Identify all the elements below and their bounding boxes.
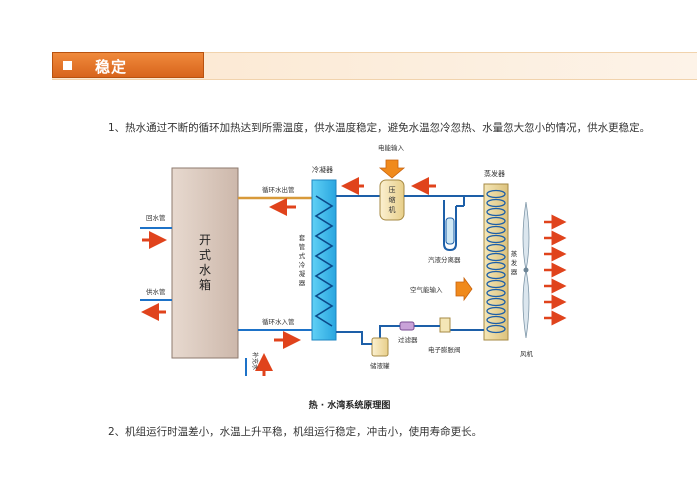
circ-out-label: 循环水出管 bbox=[262, 185, 295, 194]
return-pipe-label: 回水管 bbox=[146, 213, 166, 222]
condenser-v-1: 套 bbox=[299, 233, 306, 242]
evaporator-v-1: 蒸 bbox=[511, 249, 518, 258]
evaporator-v-2: 发 bbox=[511, 258, 518, 267]
compressor-label-3: 机 bbox=[389, 205, 396, 214]
water-tank bbox=[171, 167, 239, 359]
condenser-v-2: 管 bbox=[299, 242, 306, 251]
circ-in-label: 循环水入管 bbox=[262, 317, 295, 326]
compressor-label-1: 压 bbox=[389, 186, 396, 194]
compressor bbox=[379, 179, 405, 221]
fan-airflow-arrows bbox=[544, 214, 567, 326]
refrigerant-pipe-bottom-left bbox=[379, 325, 400, 338]
refrigerant-pipe-to-condenser bbox=[336, 331, 372, 345]
header-square-icon bbox=[63, 61, 72, 70]
condenser-v-4: 冷 bbox=[299, 260, 306, 269]
condenser-coil bbox=[314, 195, 334, 327]
separator-body bbox=[445, 217, 455, 245]
supply-pipe-label: 供水管 bbox=[146, 287, 166, 296]
expansion-valve bbox=[439, 317, 451, 333]
tank-label-1: 开 bbox=[199, 233, 211, 247]
air-input-arrow bbox=[455, 276, 473, 302]
expansion-valve-label: 电子膨胀阀 bbox=[428, 345, 461, 354]
makeup-water-label: 补充水 bbox=[251, 352, 259, 370]
condenser-v-3: 式 bbox=[299, 251, 306, 260]
tank-label-3: 水 bbox=[199, 263, 211, 277]
receiver-label: 储液罐 bbox=[370, 361, 390, 370]
filter-label: 过滤器 bbox=[398, 335, 418, 344]
fan bbox=[522, 201, 530, 339]
section-title: 稳定 bbox=[95, 58, 128, 76]
paragraph-2: 2、机组运行时温差小，水温上升平稳，机组运行稳定，冲击小，使用寿命更长。 bbox=[108, 426, 483, 438]
diagram-caption: 热 · 水湾系统原理图 bbox=[308, 401, 391, 411]
power-input-label: 电能输入 bbox=[378, 143, 405, 152]
receiver bbox=[371, 337, 389, 357]
condenser-v-6: 器 bbox=[299, 279, 306, 287]
evaporator-v-3: 器 bbox=[511, 268, 518, 276]
filter bbox=[399, 321, 415, 331]
tank-label-2: 式 bbox=[199, 248, 211, 262]
paragraph-1: 1、热水通过不断的循环加热达到所需温度，供水温度稳定，避免水温忽冷忽热、水量忽大… bbox=[108, 122, 651, 134]
condenser-label: 冷凝器 bbox=[312, 165, 333, 174]
tank-label-4: 箱 bbox=[199, 277, 211, 292]
separator bbox=[443, 200, 457, 252]
separator-label: 汽液分离器 bbox=[428, 255, 461, 264]
power-input-arrow bbox=[378, 159, 406, 179]
fan-label: 风机 bbox=[520, 349, 534, 358]
condenser-v-5: 凝 bbox=[299, 269, 306, 278]
compressor-label-2: 缩 bbox=[389, 195, 396, 204]
evaporator-coils bbox=[486, 189, 506, 334]
evaporator-label: 蒸发器 bbox=[484, 169, 505, 178]
section-header-tab: 稳定 bbox=[52, 52, 204, 78]
air-input-label: 空气能输入 bbox=[410, 285, 443, 294]
